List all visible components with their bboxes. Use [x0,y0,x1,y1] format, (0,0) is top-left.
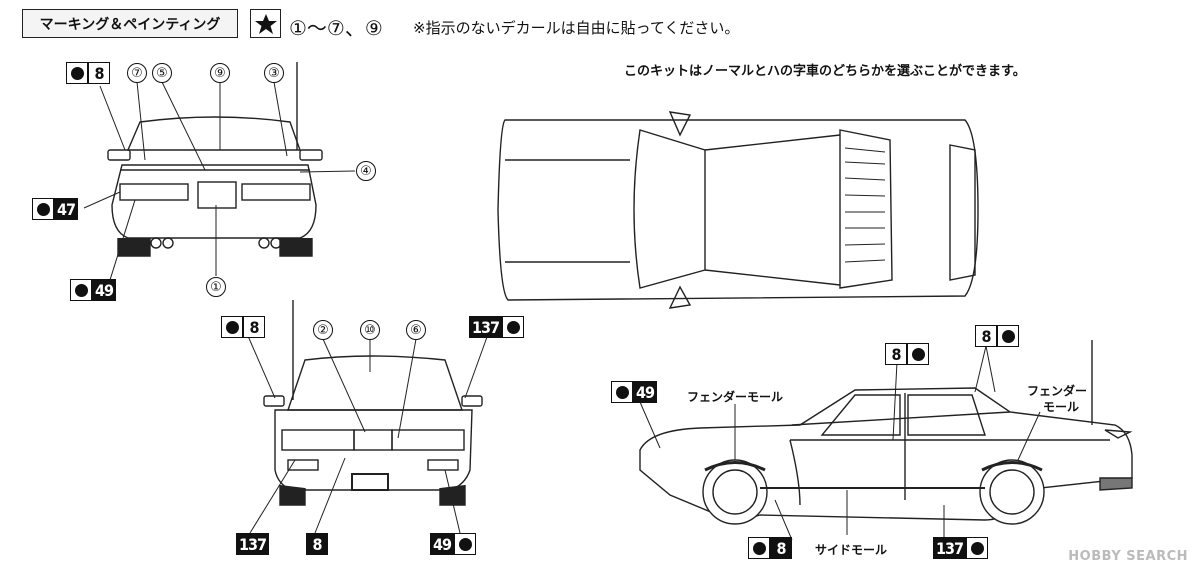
paint-tag-137-bottom: 137 [236,533,270,555]
side-mold-label: サイドモール [815,543,888,557]
fender-mold-label-2a: フェンダー [1027,384,1088,398]
decal-callout-1: ① [206,277,226,297]
paint-tag-49-side: 49 [611,381,658,403]
paint-tag-49-bottom: 49 [430,533,477,555]
paint-tag-8: 8 [66,62,110,84]
decal-note: ※指示のないデカールは自由に貼ってください。 [413,19,740,37]
kit-note: このキットはノーマルとハの字車のどちらかを選ぶことができます。 [624,64,1026,79]
paint-tag-137-front: 137 [469,316,525,338]
decal-callout-6: ⑥ [406,320,426,340]
decal-callout-10: ⑩ [360,320,380,340]
decal-callout-5: ⑤ [152,63,172,83]
top-view-drawing [497,111,979,309]
side-view-drawing [639,340,1133,525]
decal-callout-7: ⑦ [127,63,147,83]
paint-tag-47: 47 [32,198,79,220]
paint-tag-8-front: 8 [221,316,265,338]
decal-list: ①～⑦、⑨ [289,16,383,40]
paint-tag-8-bottom: 8 [306,533,328,555]
paint-tag-49: 49 [70,279,117,301]
rear-view-drawing [107,62,323,257]
fender-mold-label-2b: モール [1043,400,1080,414]
paint-tag-8-door: 8 [885,343,929,365]
paint-tag-137-side: 137 [933,537,989,559]
front-view-drawing [263,300,483,506]
decal-callout-3: ③ [264,63,284,83]
watermark: HOBBY SEARCH [1068,549,1188,564]
decal-callout-2: ② [313,320,333,340]
leader-lines [83,81,1041,541]
paint-tag-8-roof: 8 [975,325,1019,347]
fender-mold-label: フェンダーモール [687,390,784,404]
decal-callout-9: ⑨ [210,63,230,83]
section-title: マーキング＆ペインティング [22,9,238,38]
decal-callout-4: ④ [356,161,376,181]
star-icon [250,9,281,38]
paint-tag-8-side: 8 [748,537,792,559]
